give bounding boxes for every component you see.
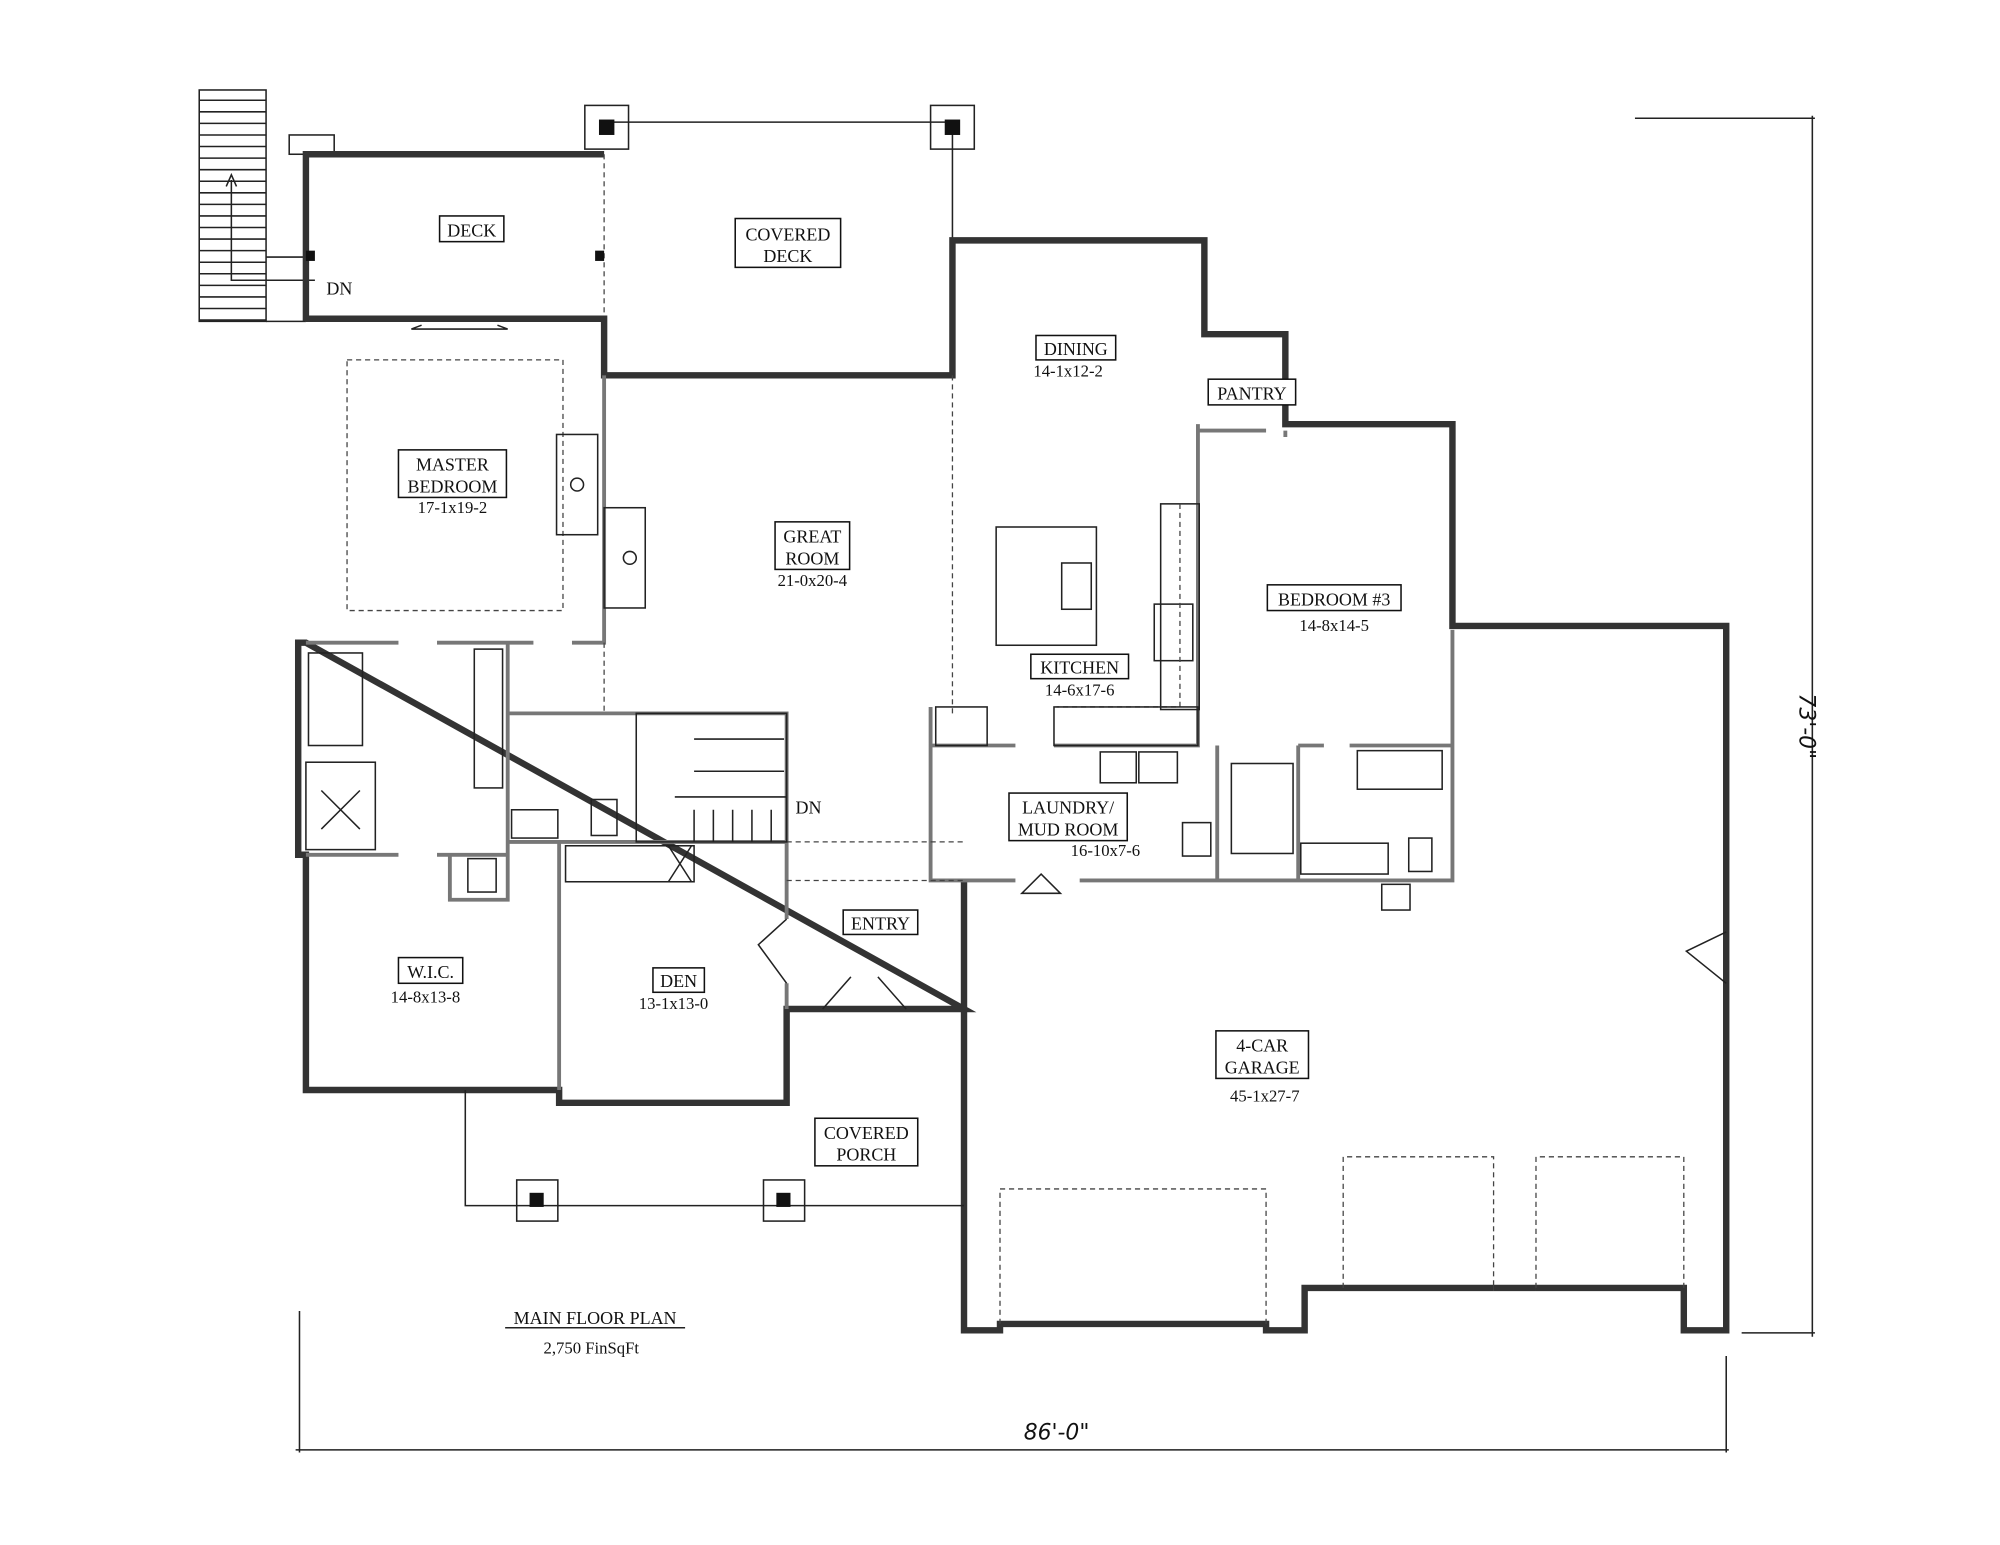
svg-text:21-0x20-4: 21-0x20-4 [778, 571, 848, 590]
svg-text:ENTRY: ENTRY [851, 913, 910, 933]
svg-text:DECK: DECK [763, 246, 812, 266]
sink-icon [1060, 562, 1093, 611]
porch-post [515, 1179, 559, 1222]
svg-text:BEDROOM #3: BEDROOM #3 [1278, 589, 1390, 609]
label-wic: W.I.C. 14-8x13-8 [391, 956, 464, 1007]
svg-text:2,750 FinSqFt: 2,750 FinSqFt [543, 1338, 639, 1357]
svg-text:DINING: DINING [1044, 339, 1108, 359]
svg-text:73'-0": 73'-0" [1793, 693, 1818, 759]
plan-title: MAIN FLOOR PLAN 2,750 FinSqFt [505, 1308, 686, 1357]
label-dn-interior: DN [795, 798, 821, 818]
label-entry: ENTRY [842, 909, 919, 936]
svg-text:4-CAR: 4-CAR [1236, 1035, 1288, 1055]
svg-text:DN: DN [795, 798, 821, 818]
svg-text:MASTER: MASTER [416, 454, 489, 474]
label-pantry: PANTRY [1207, 378, 1297, 406]
svg-text:BEDROOM: BEDROOM [407, 476, 497, 496]
svg-text:DECK: DECK [447, 221, 496, 241]
dimension-depth: 73'-0" [1634, 115, 1818, 1337]
svg-text:GARAGE: GARAGE [1225, 1057, 1300, 1077]
kitchen-island [995, 526, 1098, 647]
dimension-width: 86'-0" [295, 1311, 1729, 1453]
svg-text:ROOM: ROOM [785, 548, 839, 568]
cooktop-icon [1153, 603, 1194, 662]
deck-stairs [198, 89, 315, 323]
svg-text:MAIN FLOOR PLAN: MAIN FLOOR PLAN [514, 1308, 677, 1328]
interior-stairs [635, 712, 788, 843]
deck-post [584, 104, 630, 150]
svg-text:17-1x19-2: 17-1x19-2 [418, 498, 488, 517]
porch-post [762, 1179, 806, 1222]
deck-outline [302, 151, 605, 322]
exterior-walls [294, 237, 1730, 1334]
svg-text:14-1x12-2: 14-1x12-2 [1033, 362, 1103, 381]
label-bedroom3: BEDROOM #3 14-8x14-5 [1266, 584, 1402, 635]
svg-text:13-1x13-0: 13-1x13-0 [639, 994, 709, 1013]
svg-text:KITCHEN: KITCHEN [1040, 658, 1119, 678]
label-laundry: LAUNDRY/MUD ROOM 16-10x7-6 [1008, 792, 1141, 860]
svg-text:14-8x14-5: 14-8x14-5 [1299, 616, 1369, 635]
svg-text:COVERED: COVERED [745, 224, 830, 244]
svg-text:DEN: DEN [660, 971, 697, 991]
svg-text:86'-0": 86'-0" [1024, 1421, 1090, 1446]
label-deck: DECK [438, 215, 505, 243]
svg-text:W.I.C.: W.I.C. [407, 962, 454, 982]
label-dining: DINING 14-1x12-2 [1033, 334, 1117, 381]
deck-post [929, 104, 976, 150]
svg-text:PORCH: PORCH [836, 1145, 896, 1165]
label-den: DEN 13-1x13-0 [639, 967, 709, 1013]
deck-stairs-dn: DN [326, 278, 352, 298]
svg-text:16-10x7-6: 16-10x7-6 [1071, 841, 1141, 860]
label-kitchen: KITCHEN 14-6x17-6 [1030, 653, 1130, 699]
svg-text:14-6x17-6: 14-6x17-6 [1045, 680, 1115, 699]
svg-text:GREAT: GREAT [783, 526, 841, 546]
svg-text:14-8x13-8: 14-8x13-8 [391, 988, 461, 1007]
svg-text:MUD ROOM: MUD ROOM [1018, 819, 1118, 839]
svg-text:PANTRY: PANTRY [1217, 384, 1286, 404]
svg-text:LAUNDRY/: LAUNDRY/ [1022, 798, 1114, 818]
svg-text:COVERED: COVERED [824, 1123, 909, 1143]
svg-text:45-1x27-7: 45-1x27-7 [1230, 1087, 1300, 1106]
